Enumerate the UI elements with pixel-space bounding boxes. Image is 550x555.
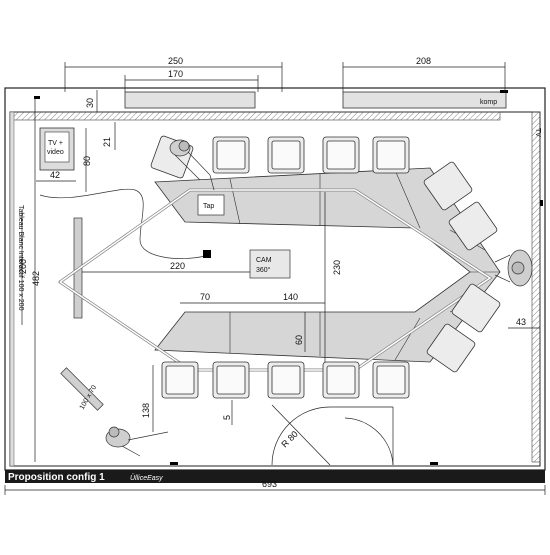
dim-70: 70: [200, 292, 210, 302]
cam-label-2: 360°: [256, 266, 271, 274]
dim-230: 230: [332, 260, 342, 275]
title-bar: [5, 470, 545, 483]
tap-panel: [197, 194, 225, 216]
tv-video-label-1: TV +: [48, 140, 63, 147]
dim-80: 80: [82, 156, 92, 166]
door: [271, 404, 394, 466]
dim-42: 42: [50, 170, 60, 180]
window-left: [124, 91, 256, 109]
dim-43: 43: [516, 317, 526, 327]
person-right: [494, 249, 533, 287]
dim-170: 170: [168, 69, 183, 79]
plan-title: Proposition config 1: [8, 472, 105, 483]
tv-side-label: TV: [534, 128, 541, 137]
cable: [39, 188, 206, 259]
cam-label-1: CAM: [256, 257, 272, 264]
tv-video-label-2: video: [47, 149, 64, 156]
dim-30: 30: [85, 98, 95, 108]
tap-label: Tap: [203, 203, 214, 210]
dim-21: 21: [102, 137, 112, 147]
dim-220: 220: [170, 261, 185, 271]
dim-200: 200: [18, 259, 28, 274]
dim-5: 5: [222, 415, 232, 420]
person-bottom-left: [105, 426, 169, 457]
whiteboard-label: Tableau Blanc Interactif 100 x 200: [17, 205, 24, 311]
person-top-left: [169, 139, 215, 191]
dim-693: 693: [262, 479, 277, 489]
chairs: [150, 135, 501, 399]
dim-60: 60: [294, 335, 304, 345]
floor-box: [203, 250, 211, 258]
dim-482: 482: [31, 271, 41, 286]
tv-cabinet: TV + video 80 42: [36, 127, 92, 192]
camera-360: [249, 249, 291, 279]
dim-140: 140: [283, 292, 298, 302]
komp-label: komp: [480, 99, 497, 106]
dim-250: 250: [168, 56, 183, 66]
dim-208: 208: [416, 56, 431, 66]
brand-label: ÜlliceEasy: [130, 474, 163, 482]
top-dimensions: [64, 62, 506, 92]
window-right: [342, 91, 507, 109]
side-table: [60, 367, 104, 411]
dim-138: 138: [141, 403, 151, 418]
